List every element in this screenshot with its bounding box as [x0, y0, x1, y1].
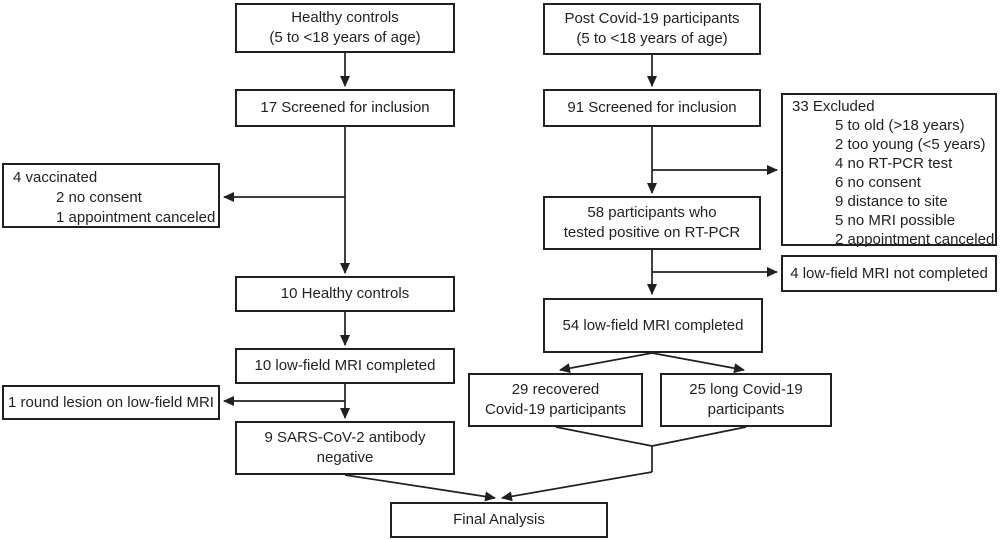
- node-text-line: participants: [707, 401, 785, 418]
- node-10-healthy-controls: 10 Healthy controls: [235, 276, 455, 312]
- line-recovered-to-merge: [555, 426, 653, 472]
- node-33-excluded: 33 Excluded 5 to old (>18 years) 2 too y…: [781, 93, 997, 248]
- arrow-covid-mri-to-long: [651, 352, 745, 374]
- node-text-line: 6 no consent: [835, 174, 921, 191]
- node-58-rtpcr-positive: 58 participants who tested positive on R…: [543, 196, 761, 250]
- arrow-antibody-to-final: [344, 474, 496, 502]
- node-text-line: 9 SARS-CoV-2 antibody: [264, 429, 426, 446]
- node-text-line: 2 appointment canceled: [835, 231, 995, 248]
- node-text-line: (5 to <18 years of age): [576, 30, 728, 47]
- node-25-long-covid: 25 long Covid-19 participants: [660, 373, 832, 427]
- node-17-screened: 17 Screened for inclusion: [235, 89, 455, 127]
- node-text-line: 5 to old (>18 years): [835, 117, 965, 134]
- node-text-line: Post Covid-19 participants: [564, 10, 740, 27]
- node-text-line: Healthy controls: [291, 9, 399, 26]
- node-text-line: 1 appointment canceled: [56, 209, 216, 226]
- node-9-antibody-negative: 9 SARS-CoV-2 antibody negative: [235, 421, 455, 475]
- node-29-recovered: 29 recovered Covid-19 participants: [468, 373, 643, 427]
- node-text-line: 2 too young (<5 years): [835, 136, 986, 153]
- node-text-line: 9 distance to site: [835, 193, 948, 210]
- node-text-line: 33 Excluded: [792, 98, 875, 115]
- node-text-line: 10 low-field MRI completed: [254, 357, 436, 374]
- node-text-line: 2 no consent: [56, 189, 142, 206]
- node-text-line: (5 to <18 years of age): [269, 29, 421, 46]
- node-healthy-exclusions: 4 vaccinated 2 no consent 1 appointment …: [2, 163, 220, 228]
- node-54-mri-completed: 54 low-field MRI completed: [543, 298, 763, 353]
- node-text-line: negative: [316, 449, 374, 466]
- node-text-line: tested positive on RT-PCR: [563, 224, 741, 241]
- arrow-covid-mri-to-recovered: [559, 352, 653, 374]
- node-text-line: 4 no RT-PCR test: [835, 155, 953, 172]
- line-long-to-merge: [651, 426, 747, 447]
- node-final-analysis: Final Analysis: [390, 502, 608, 538]
- node-post-covid-header: Post Covid-19 participants (5 to <18 yea…: [543, 3, 761, 55]
- node-text-line: Final Analysis: [453, 511, 545, 528]
- arrow-merge-to-final: [501, 471, 653, 502]
- node-round-lesion: 1 round lesion on low-field MRI: [2, 385, 220, 420]
- node-text-line: 29 recovered: [511, 381, 600, 398]
- node-text-line: 91 Screened for inclusion: [567, 99, 737, 116]
- node-text-line: 10 Healthy controls: [280, 285, 410, 302]
- node-text-line: 4 vaccinated: [13, 169, 98, 186]
- node-10-mri-completed: 10 low-field MRI completed: [235, 348, 455, 384]
- node-healthy-controls-header: Healthy controls (5 to <18 years of age): [235, 3, 455, 53]
- node-text-line: 1 round lesion on low-field MRI: [8, 393, 214, 411]
- node-text-line: 5 no MRI possible: [835, 212, 956, 229]
- node-text-line: 58 participants who: [587, 204, 717, 221]
- node-text-line: 25 long Covid-19: [689, 381, 803, 398]
- node-text-line: 54 low-field MRI completed: [562, 316, 744, 334]
- node-text-line: Covid-19 participants: [485, 401, 626, 418]
- node-text-line: 17 Screened for inclusion: [260, 99, 430, 116]
- node-4-mri-not-completed: 4 low-field MRI not completed: [781, 255, 997, 292]
- node-text-line: 4 low-field MRI not completed: [790, 264, 988, 282]
- node-91-screened: 91 Screened for inclusion: [543, 89, 761, 127]
